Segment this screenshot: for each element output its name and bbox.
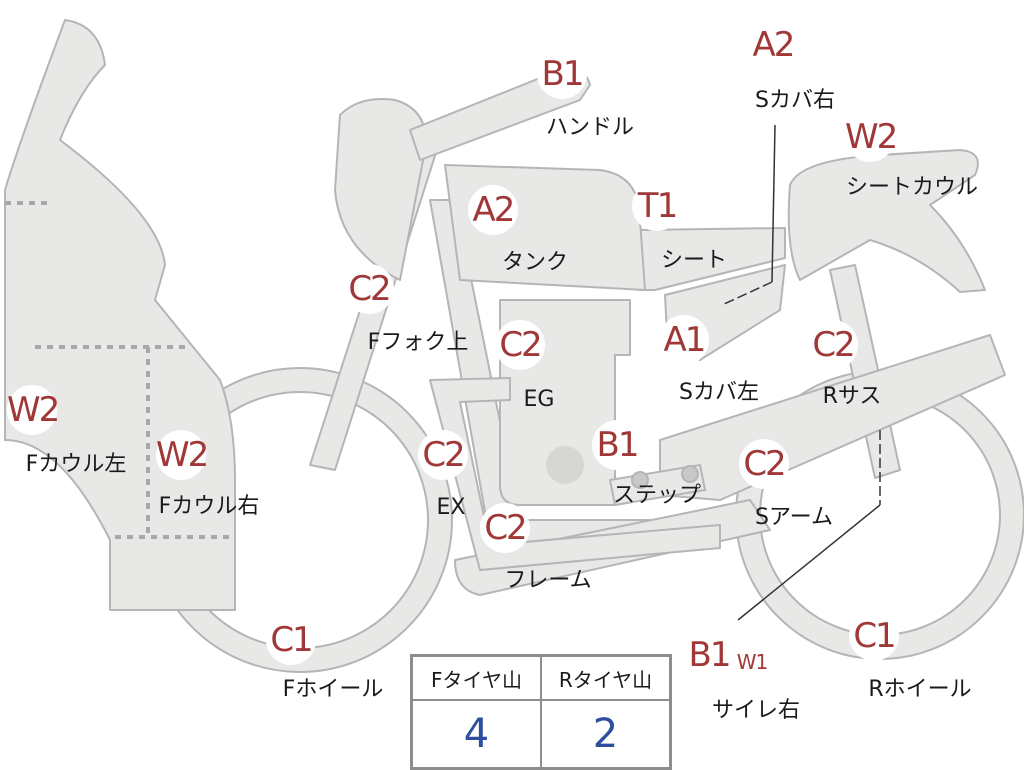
grade-front-cowl-left: W2 [7, 385, 60, 435]
grade-rear-suspension: C2 [808, 320, 858, 370]
label-frame: フレーム [504, 568, 592, 593]
label-step: ステップ [612, 483, 702, 508]
label-side-cover-right: Sカバ右 [755, 88, 835, 113]
rear-tire-header: Rタイヤ山 [540, 654, 672, 701]
grade-seat: T1 [632, 181, 682, 231]
grade-swingarm: C2 [739, 439, 789, 489]
grade-muffler-right-secondary: W1 [736, 646, 768, 678]
front-cowl-shape [4, 19, 236, 611]
label-front-fork-upper: Fフォク上 [367, 330, 469, 355]
grade-front-fork-upper: C2 [344, 264, 394, 314]
label-seat: シート [660, 248, 728, 273]
rear-tire-value: 2 [540, 699, 672, 770]
label-side-cover-left: Sカバ左 [679, 380, 759, 405]
seat-cowl-shape [787, 149, 986, 293]
meter-shape [334, 98, 427, 281]
grade-tank: A2 [468, 185, 518, 235]
front-tire-value: 4 [410, 699, 542, 770]
grade-frame: C2 [480, 503, 530, 553]
label-handle: ハンドル [545, 115, 635, 140]
label-rear-suspension: Rサス [822, 384, 882, 409]
label-tank: タンク [501, 250, 569, 275]
grade-seat-cowl: W2 [845, 112, 898, 162]
label-swingarm: Sアーム [755, 505, 833, 530]
grade-muffler-right: B1 [684, 630, 734, 680]
grade-handle: B1 [537, 49, 587, 99]
front-tire-header: Fタイヤ山 [410, 654, 542, 701]
grade-step: B1 [592, 420, 642, 470]
label-seat-cowl: シートカウル [845, 175, 979, 200]
grade-engine: C2 [495, 320, 545, 370]
grade-side-cover-right: A2 [748, 20, 798, 70]
label-rear-wheel: Rホイール [868, 677, 972, 702]
grade-front-wheel: C1 [266, 615, 316, 665]
label-exhaust: EX [436, 495, 466, 520]
grade-front-cowl-right: W2 [156, 430, 209, 480]
label-front-cowl-left: Fカウル左 [25, 452, 127, 477]
label-front-cowl-right: Fカウル右 [158, 494, 260, 519]
grade-exhaust: C2 [418, 430, 468, 480]
label-muffler-right: サイレ右 [711, 698, 801, 723]
tire-tread-table: Fタイヤ山 Rタイヤ山 4 2 [410, 654, 672, 770]
label-front-wheel: Fホイール [282, 677, 384, 702]
label-engine: EG [523, 387, 555, 412]
grade-side-cover-left: A1 [659, 315, 709, 365]
grade-rear-wheel: C1 [849, 611, 899, 661]
